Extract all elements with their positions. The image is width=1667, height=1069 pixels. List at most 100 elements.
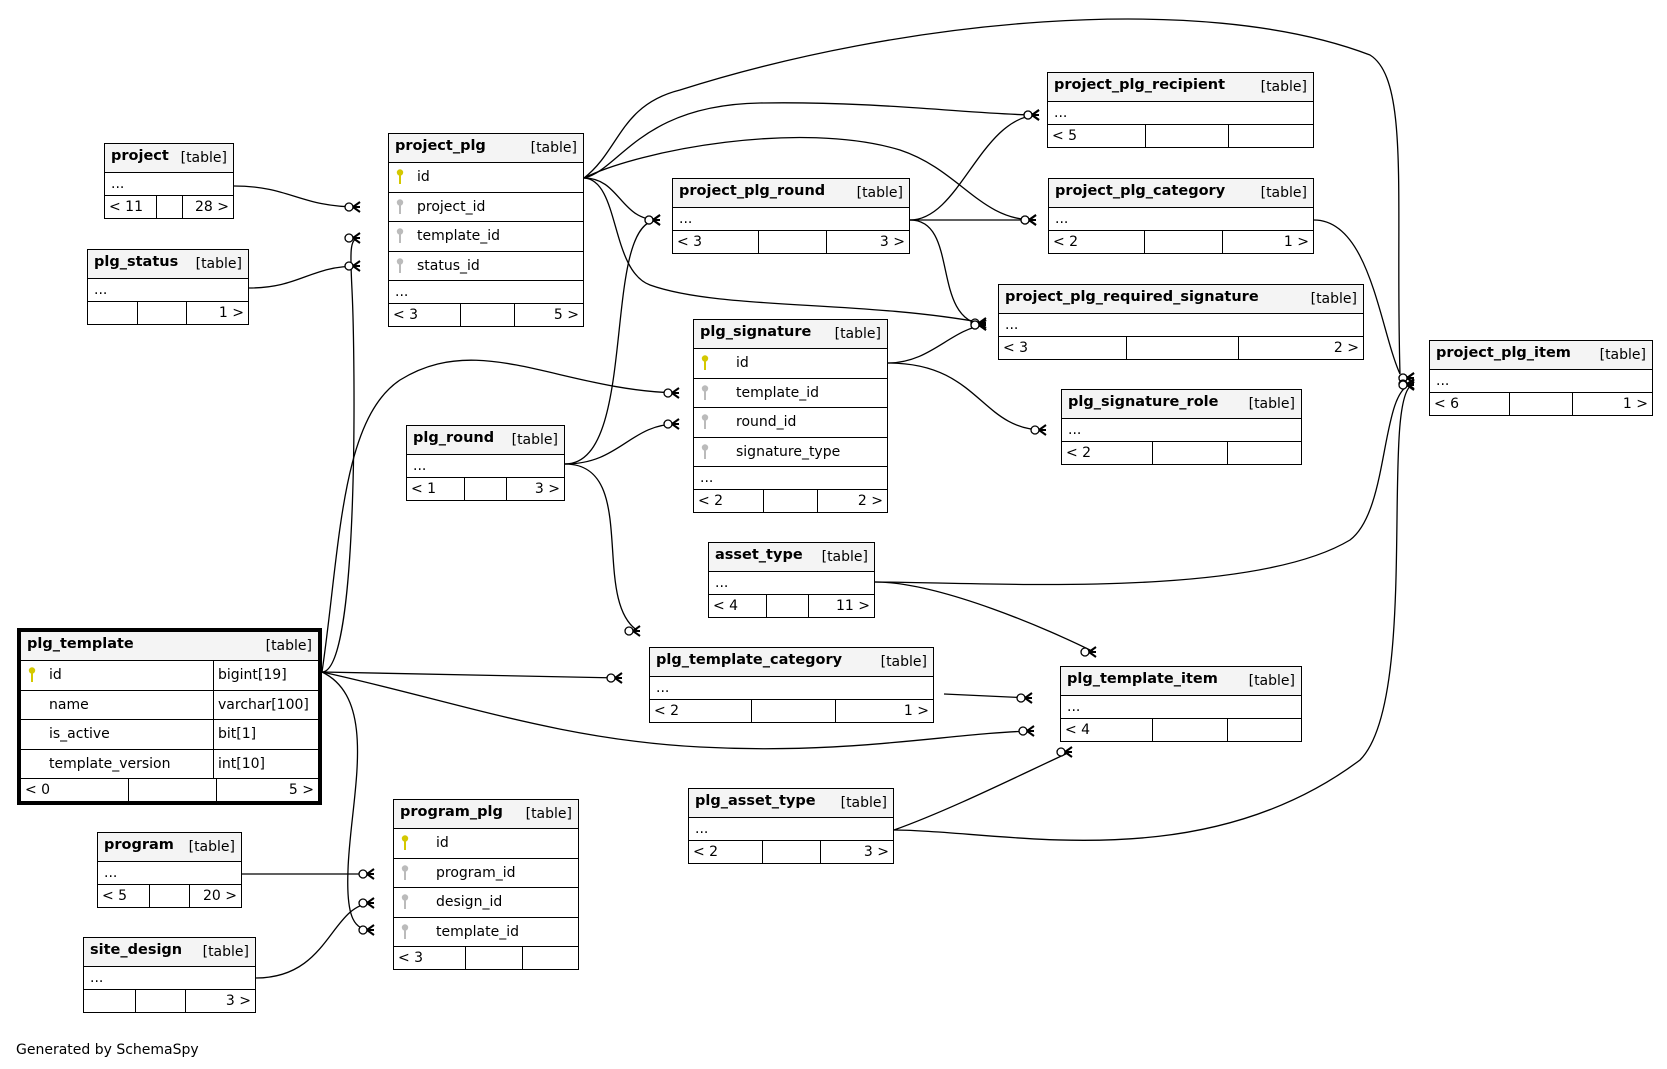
relationship-plg_template-to-plg_template_category[interactable]	[321, 671, 623, 684]
child-count[interactable]	[1228, 442, 1301, 464]
more-columns-row[interactable]: ...	[105, 173, 233, 196]
parent-count[interactable]: < 4	[709, 595, 767, 617]
relationship-site_design-to-program_plg[interactable]	[255, 897, 375, 979]
table-name[interactable]: asset_type	[715, 547, 803, 563]
relationship-program-to-program_plg[interactable]	[242, 868, 375, 880]
more-columns-row[interactable]: ...	[88, 279, 248, 302]
table-name[interactable]: project	[111, 148, 169, 164]
table-plg-status[interactable]: plg_status [table] ... 1 >	[87, 249, 249, 325]
parent-count[interactable]: < 6	[1430, 393, 1510, 415]
parent-count[interactable]: < 3	[389, 304, 461, 326]
parent-count[interactable]: < 2	[1049, 231, 1145, 253]
table-plg-template-category[interactable]: plg_template_category [table] ... < 2 1 …	[649, 647, 934, 723]
relationship-plg_asset_type-to-plg_template_item[interactable]	[893, 746, 1073, 831]
table-name[interactable]: project_plg_category	[1055, 183, 1226, 199]
table-plg-asset-type[interactable]: plg_asset_type [table] ... < 2 3 >	[688, 788, 894, 864]
column-row[interactable]: id	[389, 163, 583, 193]
more-columns-row[interactable]: ...	[1061, 696, 1301, 719]
table-name[interactable]: plg_status	[94, 254, 179, 270]
child-count[interactable]: 5 >	[288, 782, 314, 798]
child-count[interactable]	[1228, 719, 1301, 741]
table-name[interactable]: plg_signature	[700, 324, 812, 340]
parent-count[interactable]: < 2	[694, 490, 764, 512]
table-name[interactable]: plg_template_item	[1067, 671, 1218, 687]
parent-count[interactable]: < 2	[689, 841, 763, 863]
relationship-plg_template-to-plg_template_item[interactable]	[321, 671, 1035, 750]
parent-count[interactable]: < 2	[650, 700, 752, 722]
child-count[interactable]: 11 >	[836, 598, 870, 614]
child-count[interactable]: 1 >	[1283, 234, 1309, 250]
relationship-plg_signature-to-project_plg_required_signature[interactable]	[887, 319, 987, 364]
parent-count[interactable]: < 3	[673, 231, 759, 253]
child-count[interactable]: 3 >	[534, 481, 560, 497]
child-count[interactable]: 28 >	[195, 199, 229, 215]
table-plg-template[interactable]: plg_template [table] id bigint[19] name …	[17, 628, 322, 805]
child-count[interactable]: 1 >	[218, 305, 244, 321]
table-name[interactable]: plg_template_category	[656, 652, 843, 668]
parent-count[interactable]: < 5	[1048, 125, 1146, 147]
more-columns-row[interactable]: ...	[84, 967, 255, 990]
relationship-plg_round-to-project_plg_round[interactable]	[564, 214, 661, 465]
column-row[interactable]: project_id	[389, 193, 583, 222]
column-row[interactable]: round_id	[694, 408, 887, 438]
child-count[interactable]: 2 >	[857, 493, 883, 509]
column-row[interactable]: id	[694, 349, 887, 379]
relationship-asset_type-to-plg_template_item[interactable]	[874, 581, 1097, 658]
table-project-plg-item[interactable]: project_plg_item [table] ... < 6 1 >	[1429, 340, 1653, 416]
more-columns-row[interactable]: ...	[98, 862, 241, 885]
child-count[interactable]	[1229, 125, 1313, 147]
column-row[interactable]: is_active bit[1]	[21, 720, 318, 750]
child-count[interactable]: 1 >	[903, 703, 929, 719]
table-name[interactable]: project_plg_recipient	[1054, 77, 1226, 93]
more-columns-row[interactable]: ...	[650, 677, 933, 700]
table-name[interactable]: program	[104, 837, 174, 853]
child-count[interactable]	[523, 947, 578, 969]
table-name[interactable]: plg_asset_type	[695, 793, 816, 809]
column-row[interactable]: program_id	[394, 859, 578, 888]
relationship-plg_round-to-plg_template_category[interactable]	[564, 463, 641, 637]
table-project-plg-recipient[interactable]: project_plg_recipient [table] ... < 5	[1047, 72, 1314, 148]
relationship-plg_template_category-to-plg_template_item[interactable]	[943, 692, 1033, 704]
column-row[interactable]: status_id	[389, 252, 583, 281]
relationship-plg_round-to-plg_signature[interactable]	[564, 418, 680, 465]
table-name[interactable]: program_plg	[400, 804, 503, 820]
relationship-plg_status-to-project_plg[interactable]	[248, 260, 361, 289]
column-row[interactable]: id bigint[19]	[21, 661, 318, 691]
more-columns-row[interactable]: ...	[709, 572, 874, 595]
more-columns-row[interactable]: ...	[673, 208, 909, 231]
parent-count[interactable]	[84, 990, 136, 1012]
column-row[interactable]: design_id	[394, 888, 578, 918]
child-count[interactable]: 3 >	[225, 993, 251, 1009]
table-project[interactable]: project [table] ... < 11 28 >	[104, 143, 234, 219]
relationship-plg_template-to-program_plg[interactable]	[321, 671, 375, 936]
parent-count[interactable]: < 4	[1061, 719, 1153, 741]
table-plg-template-item[interactable]: plg_template_item [table] ... < 4	[1060, 666, 1302, 742]
table-plg-signature[interactable]: plg_signature [table] id template_id rou…	[693, 319, 888, 513]
parent-count[interactable]: < 3	[999, 337, 1127, 359]
table-name[interactable]: plg_template	[27, 636, 134, 652]
table-plg-round[interactable]: plg_round [table] ... < 1 3 >	[406, 425, 565, 501]
table-program[interactable]: program [table] ... < 5 20 >	[97, 832, 242, 908]
more-columns-row[interactable]: ...	[1048, 102, 1313, 125]
table-project-plg-category[interactable]: project_plg_category [table] ... < 2 1 >	[1048, 178, 1314, 254]
table-name[interactable]: plg_round	[413, 430, 495, 446]
column-row[interactable]: template_id	[389, 222, 583, 252]
table-name[interactable]: project_plg_item	[1436, 345, 1571, 361]
more-columns-row[interactable]: ...	[999, 314, 1363, 337]
relationship-project_plg_round-to-project_plg_recipient[interactable]	[909, 109, 1040, 221]
table-project-plg-required-signature[interactable]: project_plg_required_signature [table] .…	[998, 284, 1364, 360]
parent-count[interactable]	[88, 302, 138, 324]
column-row[interactable]: id	[394, 829, 578, 859]
relationship-project_plg-to-project_plg_recipient[interactable]	[583, 102, 1040, 179]
more-columns-row[interactable]: ...	[389, 281, 583, 304]
relationship-plg_signature-to-plg_signature_role[interactable]	[887, 362, 1047, 436]
column-row[interactable]: template_version int[10]	[21, 749, 318, 779]
table-site-design[interactable]: site_design [table] ... 3 >	[83, 937, 256, 1013]
relationship-plg_asset_type-to-project_plg_item[interactable]	[893, 379, 1415, 841]
child-count[interactable]: 3 >	[879, 234, 905, 250]
parent-count[interactable]: < 3	[394, 947, 466, 969]
column-row[interactable]: name varchar[100]	[21, 690, 318, 720]
relationship-plg_template-to-project_plg[interactable]	[321, 232, 361, 673]
more-columns-row[interactable]: ...	[1430, 370, 1652, 393]
child-count[interactable]: 3 >	[863, 844, 889, 860]
